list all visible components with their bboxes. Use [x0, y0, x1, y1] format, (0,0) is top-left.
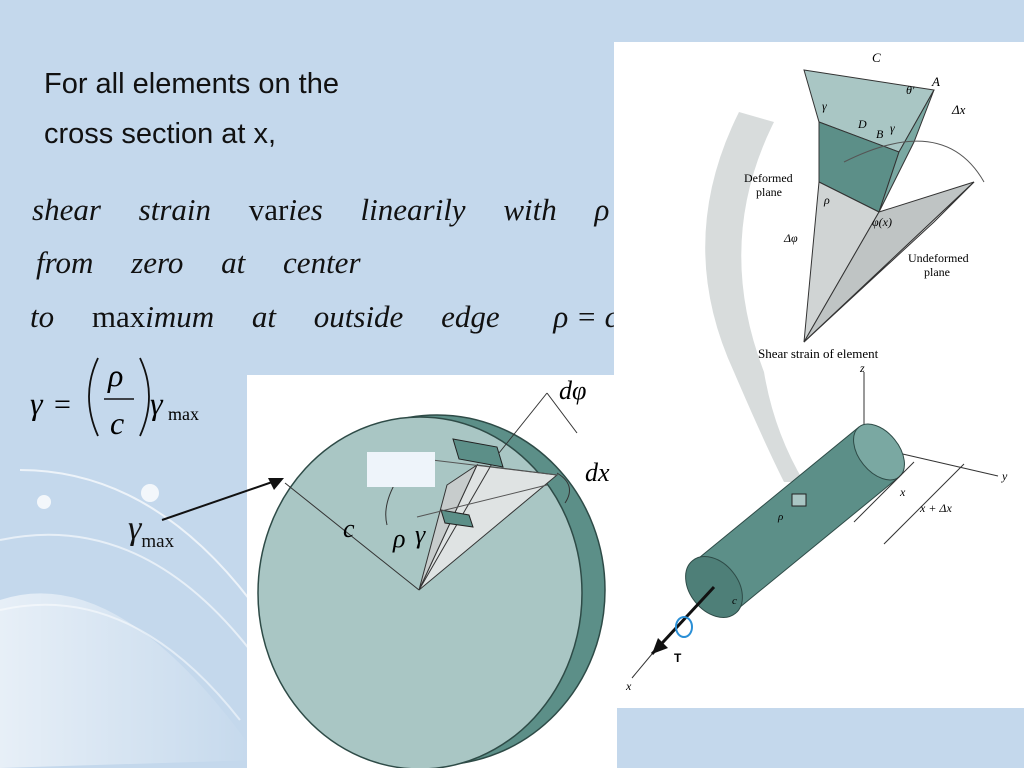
word-shear: shear	[32, 192, 101, 227]
word-linearily: linearily	[360, 192, 466, 227]
label-delta-phi: Δφ	[783, 231, 798, 245]
word-edge: edge	[441, 299, 500, 334]
heading-line-1: For all elements on the	[44, 68, 339, 100]
arc-line	[843, 140, 985, 183]
word-strain: strain	[138, 192, 211, 227]
x-axis	[631, 653, 653, 679]
shaft-caption: Shear strain of element	[758, 346, 879, 361]
formula-left-paren	[88, 357, 99, 437]
label-c-shaft: c	[732, 595, 737, 607]
label-torque: T	[674, 651, 682, 665]
label-rho: ρ	[823, 193, 830, 207]
label-dx: dx	[585, 458, 610, 487]
label-x-dim: x	[899, 485, 906, 499]
word-with: with	[503, 192, 557, 227]
formula-gamma-2: γ	[150, 385, 164, 421]
label-x-plus-dx: x + Δx	[919, 501, 952, 515]
gamma-max-symbol: γ	[128, 510, 142, 547]
torque-arrow-head	[652, 638, 668, 654]
label-a: A	[931, 74, 940, 89]
wedge-side	[418, 463, 479, 591]
disk-figure: dφ dx c ρ γ	[257, 376, 610, 768]
shaft-figure: C A θ′ γ D B γ Δx Deformed plane ρ φ(x) …	[625, 50, 1008, 693]
word-ies: ies	[288, 192, 323, 227]
word-zero: zero	[131, 245, 184, 280]
label-c-disk: c	[343, 514, 355, 543]
label-gamma-disk: γ	[415, 520, 426, 549]
label-rho-disk: ρ	[392, 524, 405, 553]
equation-rho-c: ρ = c	[553, 299, 619, 334]
label-gamma-b: γ	[890, 121, 895, 135]
label-delta-x: Δx	[951, 102, 966, 117]
label-y-axis: y	[1001, 469, 1008, 483]
gamma-max-subscript: max	[141, 530, 175, 552]
word-center: center	[283, 245, 361, 280]
statement-line-3: to maximum at outside edge ρ = c	[30, 299, 618, 335]
panel-bottom-cut	[622, 708, 1024, 768]
label-phi-x: φ(x)	[872, 215, 892, 229]
dphi-ext-line	[498, 392, 548, 454]
dim-x-plus	[883, 463, 965, 545]
word-imum: imum	[145, 299, 215, 334]
formula-gamma: γ	[30, 385, 44, 421]
shaft-figure-panel: C A θ′ γ D B γ Δx Deformed plane ρ φ(x) …	[614, 42, 1024, 708]
formula-right-paren	[139, 357, 150, 437]
element-side-face	[878, 89, 935, 213]
heading-line-2: cross section at x,	[44, 118, 277, 150]
pointer-arrowhead	[268, 478, 284, 490]
label-z-axis: z	[859, 361, 865, 375]
outer-element	[452, 438, 504, 468]
word-var: var	[248, 192, 289, 227]
word-to: to	[30, 299, 55, 334]
formula-denominator: c	[110, 405, 124, 441]
inner-element	[440, 509, 474, 528]
label-d-phi: dφ	[559, 376, 586, 405]
gamma-max-label: γmax	[128, 510, 174, 553]
undeformed-plane	[803, 181, 975, 343]
disk-figure-panel: dφ dx c ρ γ	[247, 375, 617, 768]
label-c: C	[872, 50, 881, 65]
word-at-2: at	[251, 299, 277, 334]
label-deformed: Deformed	[744, 171, 793, 185]
formula-equals: =	[54, 388, 71, 421]
word-at: at	[221, 245, 246, 280]
formula-subscript: max	[168, 404, 199, 424]
radius-c-line	[284, 482, 420, 591]
connector-swoosh	[705, 112, 804, 482]
formula-numerator: ρ	[107, 357, 123, 393]
label-undeformed: Undeformed	[908, 251, 969, 265]
label-deformed-plane: plane	[756, 185, 782, 199]
label-rho-shaft: ρ	[777, 511, 783, 523]
shaft-element	[791, 493, 807, 507]
label-d: D	[857, 117, 867, 131]
label-undeformed-plane: plane	[924, 265, 950, 279]
label-b: B	[876, 127, 884, 141]
pointer-line	[161, 479, 279, 521]
word-outside: outside	[313, 299, 404, 334]
symbol-rho: ρ	[594, 192, 610, 227]
torque-rotation-icon	[675, 616, 693, 638]
statement-line-1: shear strain varies linearily with ρ	[32, 192, 609, 228]
statement-line-2: from zero at center	[36, 245, 361, 281]
label-theta: θ′	[906, 83, 915, 97]
label-x-axis: x	[625, 679, 632, 693]
shear-strain-formula: γ = ρ c γ max	[30, 357, 199, 441]
word-from: from	[36, 245, 94, 280]
dphi-dim-line	[546, 392, 578, 434]
dx-arc	[556, 472, 570, 504]
blank-label-box	[367, 452, 435, 487]
dim-x	[853, 461, 915, 523]
word-max: max	[91, 299, 146, 334]
element-line-2	[416, 484, 548, 518]
label-gamma-top: γ	[822, 99, 827, 113]
y-axis	[893, 451, 999, 477]
